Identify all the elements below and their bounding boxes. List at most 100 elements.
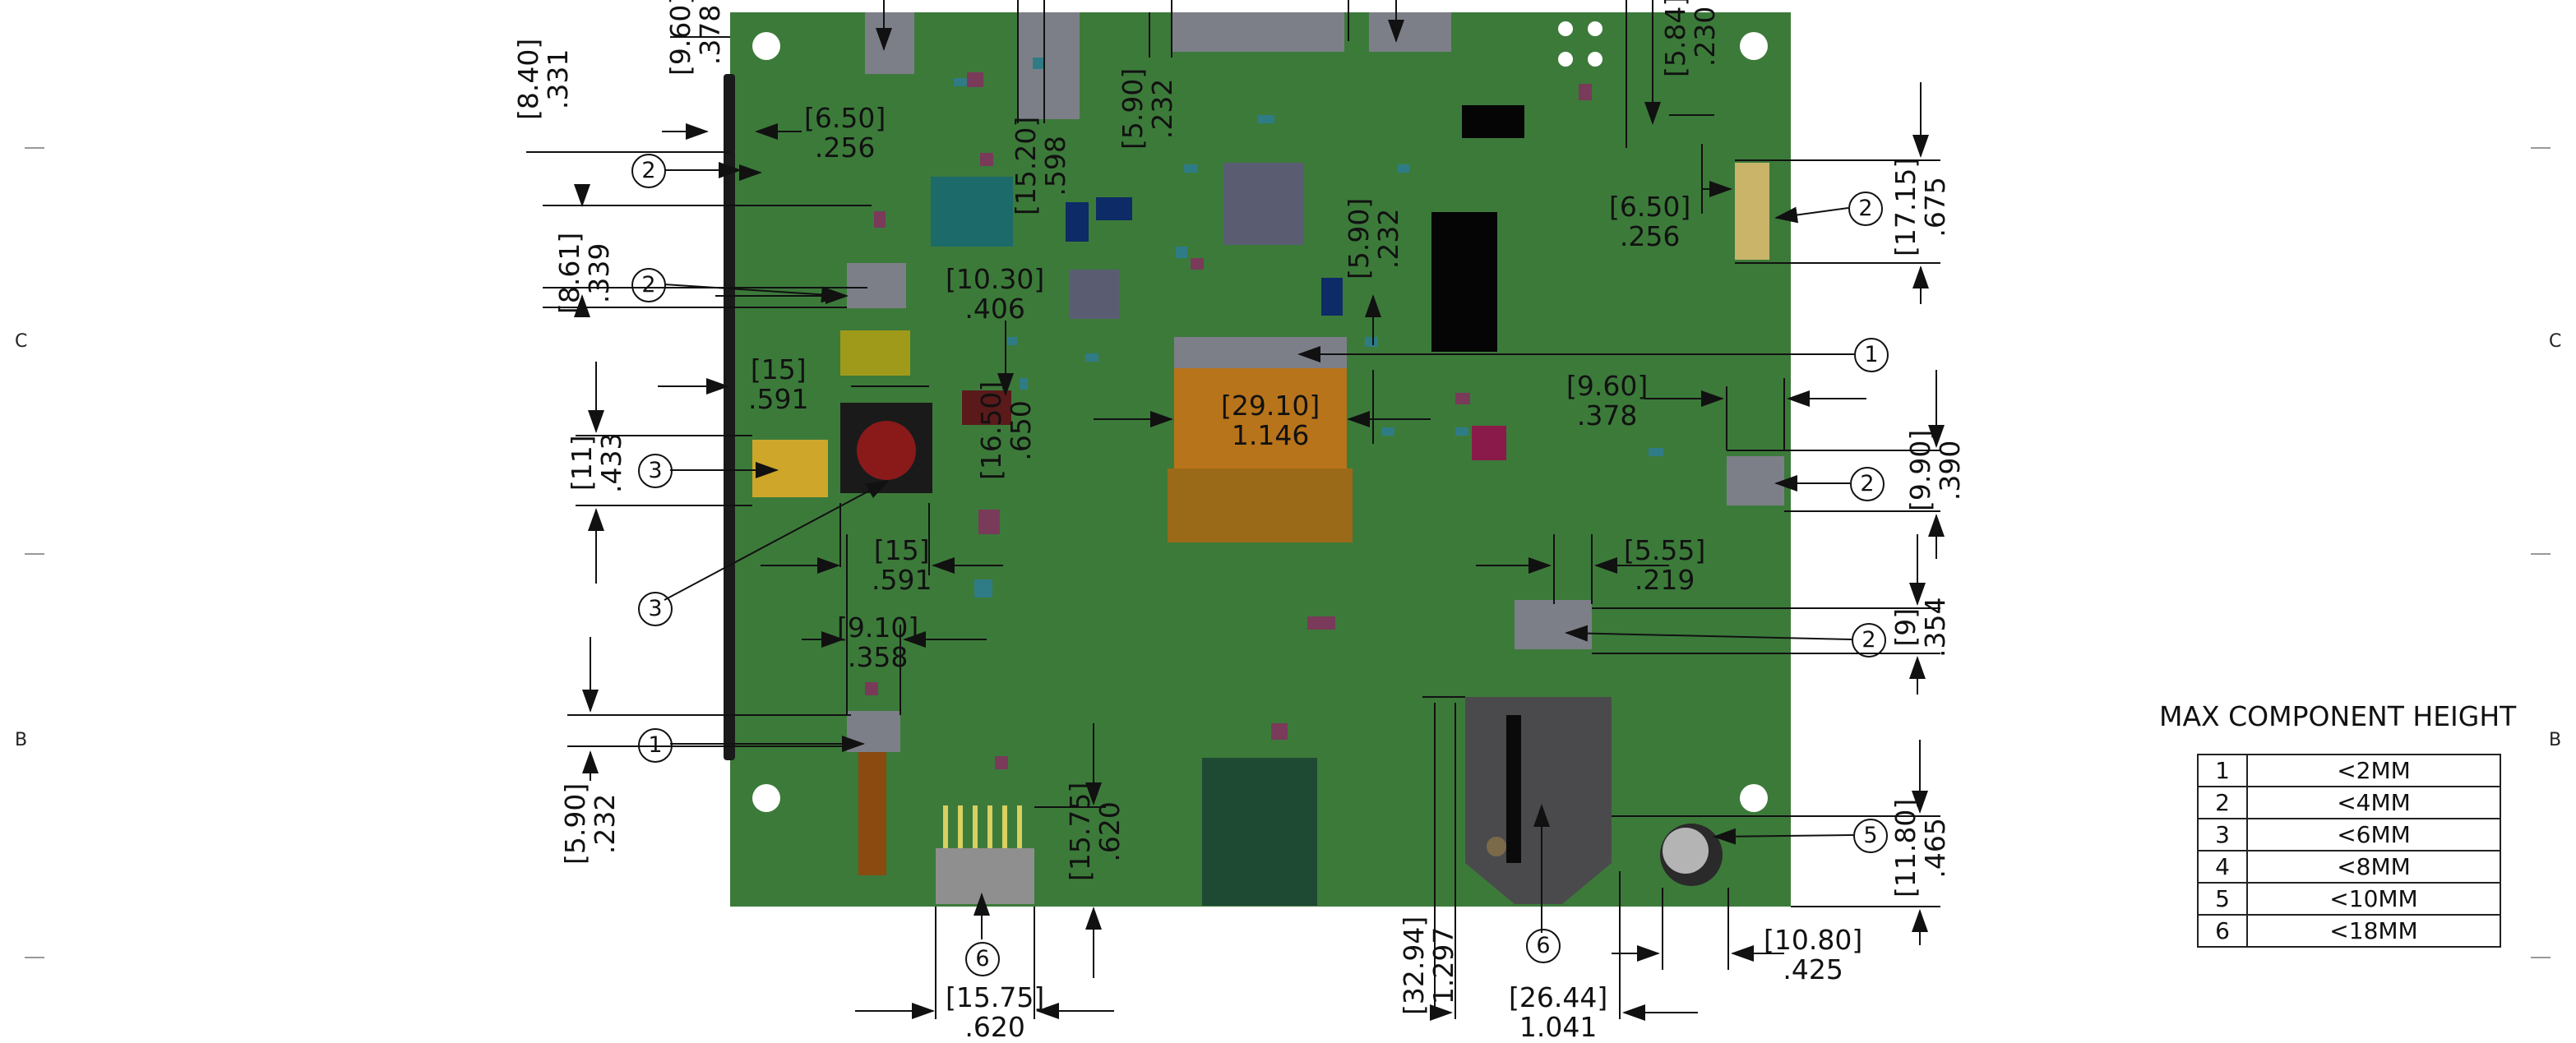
logo-dots: [1558, 21, 1602, 67]
dim-label: [11].433: [566, 432, 627, 493]
table-row: 1<2MM: [2197, 754, 2501, 787]
small-ic-blue-c: [1321, 278, 1343, 316]
table-cell: 5: [2197, 882, 2248, 916]
dim-label: [9.10].358: [837, 611, 919, 673]
callout-balloon: 5: [1853, 819, 1888, 853]
max-height-table: 1<2MM 2<4MM 3<6MM 4<8MM 5<10MM 6<18MM: [2197, 754, 2501, 948]
callout-balloon: 1: [1854, 338, 1889, 372]
dimension-lines: [526, 0, 1945, 1021]
small-ic-a: [1069, 270, 1120, 319]
board-edge-connector: [724, 74, 735, 760]
top-connector-d: [1369, 12, 1451, 52]
table-row: 2<4MM: [2197, 786, 2501, 819]
small-ic-blue-b: [1096, 197, 1132, 220]
left-flex-tail: [858, 752, 886, 875]
dim-label: [8.61].339: [553, 232, 615, 314]
smd-parts-red: [865, 72, 1592, 769]
table-cell: <18MM: [2246, 914, 2501, 948]
dim-label: [29.10]1.146: [1221, 390, 1320, 451]
teal-module: [931, 177, 1013, 247]
dim-label: [5.90].232: [559, 782, 621, 865]
pin-header-pins: [943, 805, 1022, 848]
dim-label: [15].591: [872, 534, 932, 596]
brown-component: [962, 390, 1011, 425]
zone-c-right: C: [2549, 331, 2562, 352]
dim-label: [15.75].620: [946, 981, 1045, 1043]
dim-label: [5.84].230: [1659, 0, 1721, 77]
dim-label: [9].354: [1889, 597, 1951, 658]
ribbon-cable-end: [1168, 468, 1353, 542]
zone-b-left: B: [15, 730, 28, 750]
callout-balloon: 3: [638, 592, 673, 626]
callout-balloon: 6: [1526, 929, 1561, 963]
antenna-pad: [1487, 837, 1506, 856]
dim-label: [9.60].378: [664, 0, 726, 76]
dim-label: [6.50].256: [1609, 191, 1691, 252]
wireless-module: [1465, 697, 1612, 904]
dim-label: [32.94]1.297: [1398, 916, 1459, 1015]
small-ic-blue-a: [1066, 202, 1089, 242]
balloon-leaders: [664, 162, 1854, 939]
max-height-table-title: MAX COMPONENT HEIGHT: [2159, 700, 2517, 732]
dim-label: [15].591: [748, 353, 809, 415]
dim-label: [26.44]1.041: [1509, 981, 1608, 1043]
side-connector-right: [1735, 163, 1769, 260]
left-button: [840, 330, 910, 376]
mounting-hole: [1740, 32, 1768, 60]
main-processor: [1223, 163, 1304, 245]
callout-balloon: 2: [631, 268, 666, 302]
right-edge-socket: [1727, 456, 1784, 505]
table-cell: 3: [2197, 818, 2248, 851]
table-cell: 6: [2197, 914, 2248, 948]
buzzer: [857, 421, 916, 480]
dc-jack: [752, 440, 828, 497]
table-row: 3<6MM: [2197, 818, 2501, 851]
left-small-connector: [847, 711, 900, 752]
dim-label: [15.75].620: [1064, 782, 1126, 881]
smd-parts: [954, 58, 1663, 598]
mounting-hole: [752, 32, 780, 60]
callout-balloon: 6: [965, 942, 1000, 976]
table-cell: <6MM: [2246, 818, 2501, 851]
table-row: 5<10MM: [2197, 882, 2501, 916]
sheet-frame: [25, 147, 2551, 958]
top-connector-c: [1172, 12, 1344, 52]
dim-label: [10.30].406: [946, 263, 1045, 325]
table-cell: <8MM: [2246, 850, 2501, 884]
callout-balloon: 2: [631, 154, 666, 188]
callout-balloon: 3: [638, 454, 673, 488]
table-cell: 2: [2197, 786, 2248, 819]
dim-label: [17.15].675: [1889, 157, 1951, 256]
dim-label: [11.80].465: [1889, 798, 1951, 898]
top-connector-b: [1018, 12, 1080, 119]
table-cell: <10MM: [2246, 882, 2501, 916]
callout-balloon: 2: [1848, 192, 1883, 226]
table-cell: <4MM: [2246, 786, 2501, 819]
mounting-holes: [752, 32, 1768, 812]
dim-label: [9.90].390: [1904, 429, 1966, 511]
antenna: [1506, 715, 1521, 863]
table-cell: 4: [2197, 850, 2248, 884]
right-switch: [1515, 600, 1592, 649]
table-row: 4<8MM: [2197, 850, 2501, 884]
dim-label: [16.50].650: [975, 381, 1037, 480]
table-cell: <2MM: [2246, 754, 2501, 787]
dim-label: [5.90].232: [1117, 67, 1178, 150]
ribbon-connector-top: [1174, 337, 1347, 368]
callout-balloon: 2: [1850, 467, 1885, 501]
dim-label: [10.80].425: [1764, 924, 1863, 985]
qfp-chip: [1462, 105, 1524, 138]
capacitor-top: [1663, 828, 1709, 874]
table-cell: 1: [2197, 754, 2248, 787]
callout-balloon: 1: [638, 728, 673, 763]
callout-balloon: 2: [1852, 623, 1886, 658]
magenta-part: [1472, 426, 1506, 460]
zone-b-right: B: [2549, 730, 2562, 750]
dim-label: [5.55].219: [1624, 534, 1706, 596]
dim-label: [6.50].256: [804, 102, 886, 164]
left-socket-a: [847, 263, 906, 308]
dark-green-module: [1202, 758, 1317, 906]
mounting-hole: [752, 784, 780, 812]
dim-label: [5.90].232: [1343, 197, 1404, 279]
